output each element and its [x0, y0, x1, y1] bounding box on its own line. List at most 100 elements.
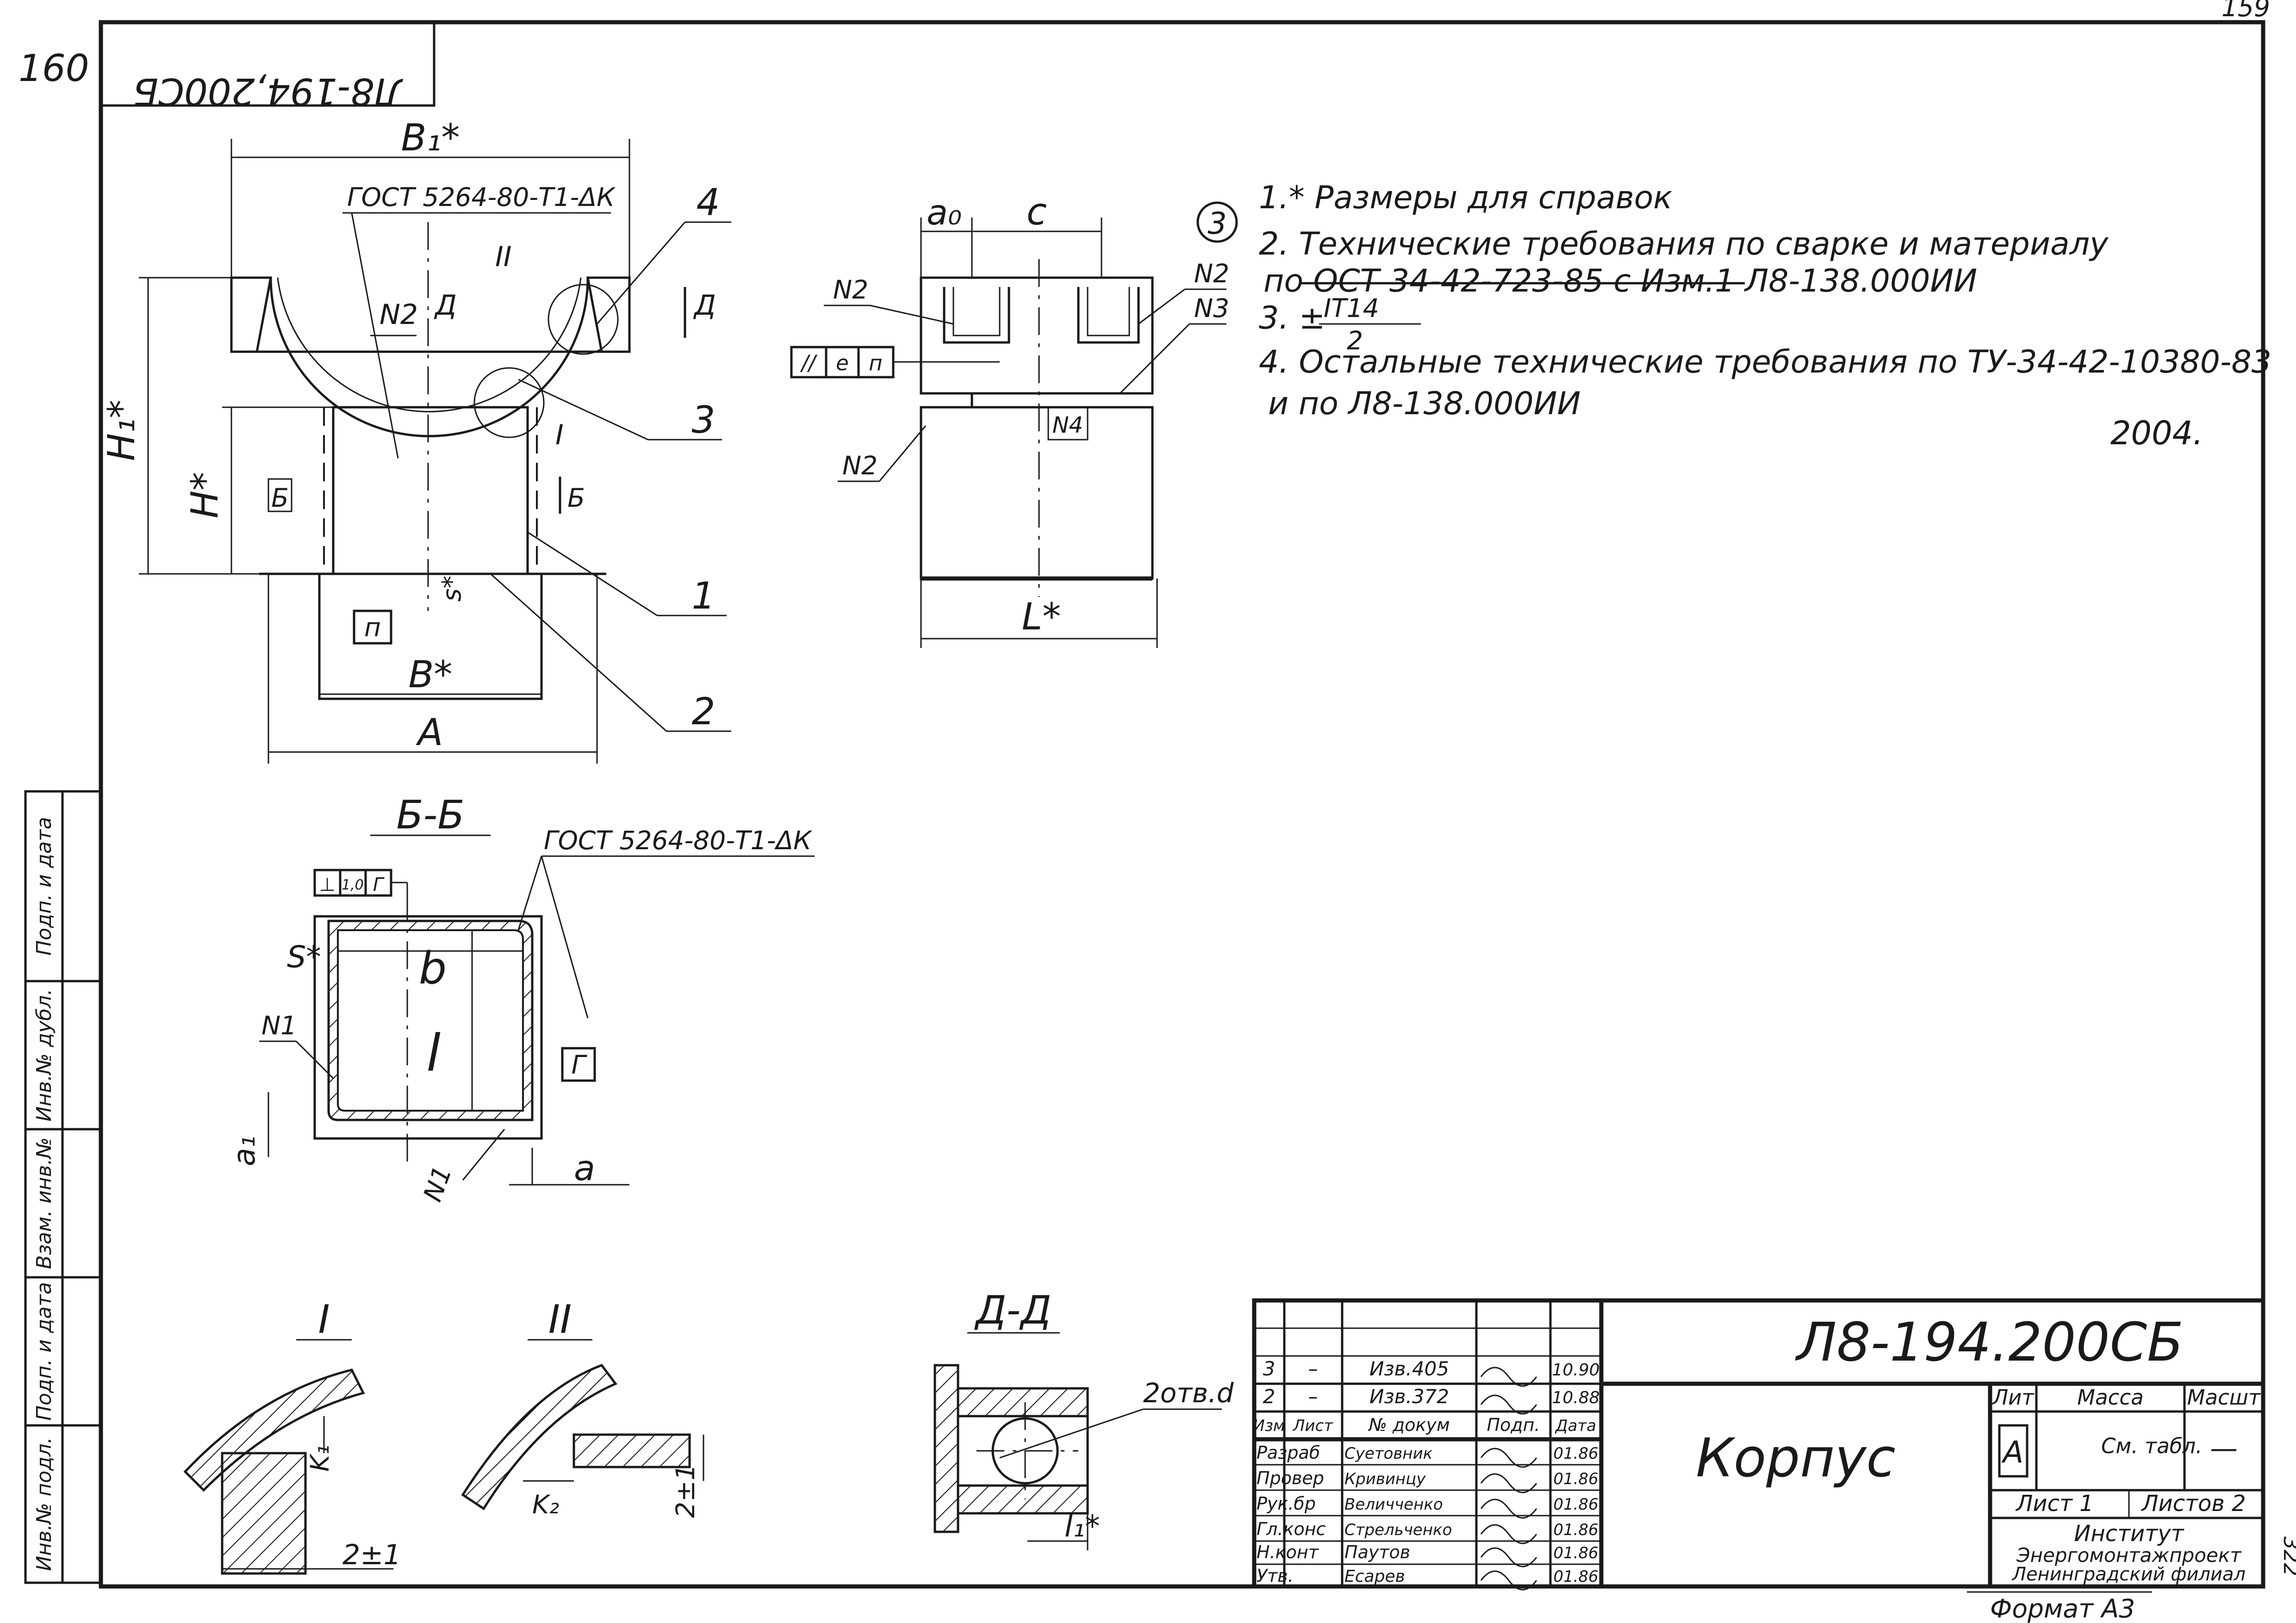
rev-h-list: Лист [1292, 1417, 1333, 1435]
label-n2-a: N2 [833, 275, 868, 305]
label-n3: N3 [1194, 293, 1229, 323]
main-weld-spec: ГОСТ 5264-80-Т1-ΔК [347, 182, 616, 212]
rev-1-date: 10.90 [1552, 1361, 1599, 1380]
dim-l-small: l [428, 1020, 442, 1079]
main-view: B₁* H₁* H* B* A s* ГОСТ 5264-80-Т1-ΔК N2… [100, 116, 731, 764]
label-d-right: Д [693, 289, 716, 322]
person-4-role: Гл.конс [1257, 1519, 1326, 1539]
dim-gap-ii: 2±1 [671, 1464, 700, 1518]
person-5-role: Н.конт [1257, 1542, 1319, 1562]
note-4: 4. Остальные технические требования по Т… [1259, 344, 2271, 380]
signature-marks [1480, 1367, 1537, 1591]
dim-a0: a₀ [927, 192, 962, 233]
label-n1-b: N1 [417, 1162, 457, 1205]
tb-sheets: Листов 2 [2140, 1491, 2246, 1517]
tb-sheet: Лист 1 [2015, 1491, 2093, 1517]
label-d-left: Д [434, 289, 457, 322]
stamp-cell-4: Инв.№ дубл. [32, 989, 56, 1121]
dim-h1: H₁* [100, 400, 143, 461]
rev-1-n: 3 [1263, 1357, 1276, 1380]
stamp-cell-1: Инв.№ подл. [32, 1437, 56, 1571]
tb-doc-number: Л8-194.200СБ [1795, 1312, 2184, 1374]
rev-h-sign: Подп. [1487, 1415, 1540, 1435]
tb-scale: — [2210, 1432, 2238, 1465]
rotated-doc-code: Л8-194,200СБ [133, 70, 403, 113]
side-tol-1: // [800, 351, 818, 375]
dim-l1: l₁* [1064, 1509, 1100, 1544]
dim-s: s* [437, 576, 467, 602]
dim-gap-i: 2±1 [342, 1539, 401, 1571]
dim-b: B* [409, 653, 453, 696]
page-number-left: 160 [19, 47, 89, 90]
stamp-cell-3: Взам. инв.№ [32, 1138, 56, 1269]
label-n2-c: N2 [842, 451, 877, 480]
bb-tol-3: Г [373, 874, 385, 895]
section-bb: Б-Б ГОСТ 5264-80-Т1-ΔК ⊥ 1,0 Г b S* l a₁… [227, 792, 815, 1205]
dim-b-small: b [419, 943, 447, 994]
person-1-date: 01.86 [1553, 1444, 1598, 1463]
rotated-code-box: Л8-194,200СБ [100, 21, 436, 113]
label-g: Г [572, 1050, 588, 1080]
person-2-name: Кривинцу [1344, 1470, 1426, 1488]
dim-a1: a₁ [227, 1136, 262, 1166]
tb-org-2: Энергомонтажпроект [2016, 1544, 2242, 1567]
rev-h-doc: № докум [1368, 1415, 1450, 1435]
tolerance-num: IT14 [1324, 293, 1379, 323]
dim-b1: B₁* [401, 116, 460, 159]
rev-2-date: 10.88 [1552, 1388, 1599, 1407]
dim-l: L* [1022, 595, 1061, 638]
label-n2-b: N2 [1194, 259, 1229, 288]
callout-2: 2 [692, 690, 716, 733]
note-2: 2. Технические требования по сварке и ма… [1259, 226, 2109, 262]
callout-1: 1 [692, 574, 716, 617]
dd-hole-label: 2отв.d [1143, 1377, 1234, 1409]
person-1-name: Суетовник [1344, 1444, 1433, 1463]
person-3-role: Рук.бр [1257, 1493, 1316, 1514]
rev-2-list: – [1308, 1385, 1318, 1408]
person-5-date: 01.86 [1553, 1544, 1598, 1562]
person-5-name: Паутов [1344, 1542, 1410, 1562]
rev-1-doc: Изв.405 [1369, 1357, 1449, 1380]
notes-block: 3 1.* Размеры для справок 2. Технические… [1196, 180, 2271, 452]
note-badge: 3 [1207, 206, 1226, 241]
person-6-name: Есарев [1344, 1567, 1405, 1586]
callout-3: 3 [692, 398, 716, 442]
tb-mass-header: Масса [2077, 1385, 2143, 1410]
person-2-role: Провер [1257, 1468, 1324, 1488]
tb-scale-header: Масшт [2187, 1385, 2261, 1410]
bb-tol-1: ⊥ [319, 874, 336, 895]
tb-org-1: Институт [2074, 1521, 2184, 1547]
tolerance-den: 2 [1347, 326, 1363, 355]
stamp-cell-2: Подп. и дата [32, 1282, 56, 1421]
label-b-right: Б [567, 483, 585, 513]
callout-4: 4 [697, 181, 720, 224]
rev-2-n: 2 [1263, 1385, 1276, 1408]
section-bb-title: Б-Б [396, 792, 464, 838]
label-n2: N2 [380, 298, 418, 331]
label-i: I [555, 419, 564, 451]
footer-format: Формат А3 [1990, 1594, 2135, 1623]
person-6-date: 01.86 [1553, 1567, 1598, 1586]
tb-name: Корпус [1696, 1427, 1895, 1489]
section-dd: Д-Д 2отв.d l₁* [933, 1287, 1234, 1550]
side-stamp: Инв.№ подл. Подп. и дата Взам. инв.№ Инв… [24, 790, 102, 1584]
rev-2-doc: Изв.372 [1369, 1385, 1449, 1408]
rev-1-list: – [1308, 1357, 1318, 1380]
person-2-date: 01.86 [1553, 1470, 1598, 1488]
label-ii: II [495, 241, 511, 273]
label-p: п [364, 613, 381, 642]
label-n1-a: N1 [261, 1011, 297, 1040]
note-2b: по ОСТ 34-42-723-85 с Изм.1 Л8-138.000ИИ [1263, 263, 1977, 299]
note-extra: 2004. [2110, 414, 2203, 452]
detail-i-title: I [318, 1297, 330, 1343]
detail-ii: II K₂ 2±1 [461, 1297, 704, 1519]
tb-org-3: Ленинградский филиал [2011, 1564, 2246, 1585]
note-1: 1.* Размеры для справок [1259, 180, 1672, 216]
footer-copy-no: 322 [2279, 1536, 2296, 1576]
person-1-role: Разраб [1257, 1443, 1320, 1463]
dim-h: H* [183, 472, 226, 518]
dim-k2: K₂ [532, 1490, 559, 1519]
detail-ii-title: II [548, 1297, 572, 1343]
dim-c: c [1027, 190, 1047, 233]
